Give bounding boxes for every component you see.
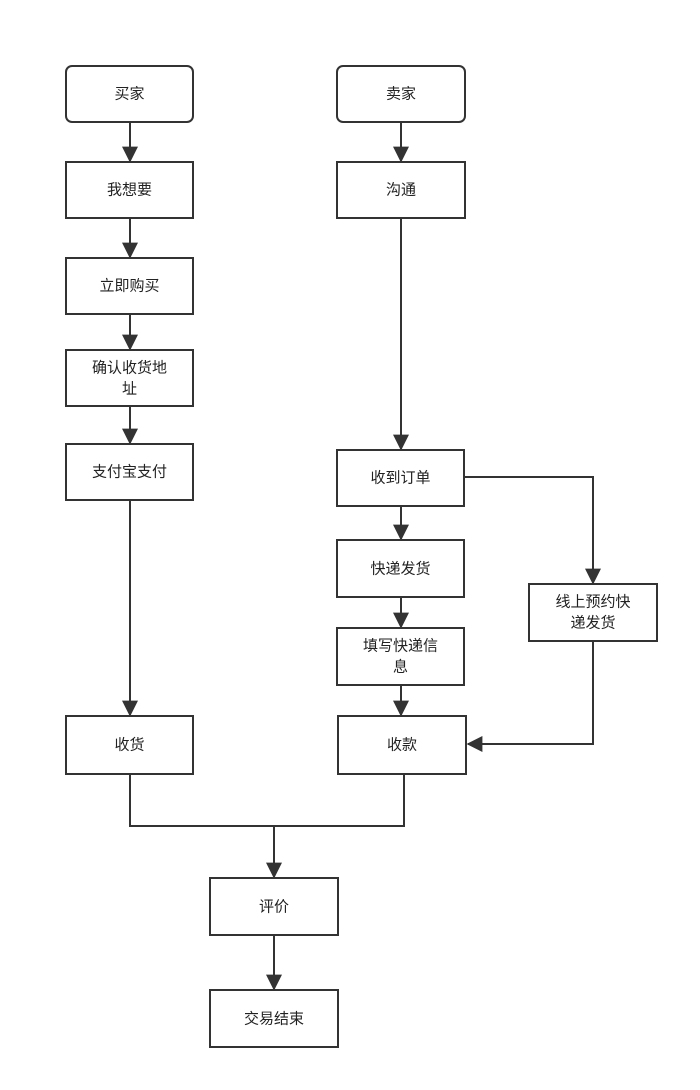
node-box [65, 65, 194, 123]
node-box [336, 65, 466, 123]
node-box [528, 583, 658, 642]
node-label: 收款 [387, 736, 417, 754]
node-box [65, 715, 194, 775]
edge-receive-goods-merge [129, 774, 274, 827]
node-review: 评价 [209, 877, 339, 936]
node-label: 快递发货 [370, 560, 430, 578]
node-label: 收货 [114, 736, 144, 754]
node-online-booking: 线上预约快 递发货 [528, 583, 658, 642]
node-buy-now: 立即购买 [65, 257, 194, 315]
node-box [65, 349, 194, 407]
node-box [336, 627, 465, 686]
node-box [209, 989, 339, 1048]
node-label-line-2: 址 [122, 380, 137, 398]
edge-online-booking-to-receive-payment [466, 641, 594, 752]
edge-order-received-to-online-booking [464, 476, 601, 585]
node-label: 沟通 [386, 181, 416, 199]
node-box [65, 161, 194, 219]
node-receive-payment: 收款 [337, 715, 467, 775]
node-confirm-address: 确认收货地 址 [65, 349, 194, 407]
node-label-line-2: 息 [393, 658, 408, 676]
node-label: 立即购买 [99, 277, 159, 295]
edge-receive-payment-merge [274, 774, 405, 827]
node-communicate: 沟通 [336, 161, 466, 219]
node-alipay: 支付宝支付 [65, 443, 194, 501]
node-box [65, 443, 194, 501]
node-seller: 卖家 [336, 65, 466, 123]
node-label-line-1: 填写快递信 [363, 637, 438, 655]
node-label: 支付宝支付 [92, 463, 167, 481]
node-buyer: 买家 [65, 65, 194, 123]
node-label-line-1: 确认收货地 [92, 359, 167, 377]
node-want: 我想要 [65, 161, 194, 219]
node-label-line-2: 递发货 [570, 614, 615, 632]
node-fill-tracking: 填写快递信 息 [336, 627, 465, 686]
node-box [65, 257, 194, 315]
edges [122, 122, 601, 991]
node-box [337, 715, 467, 775]
node-label: 评价 [259, 898, 289, 916]
node-label: 交易结束 [244, 1010, 304, 1028]
node-label: 我想要 [107, 181, 152, 199]
node-label: 买家 [114, 85, 144, 103]
node-box [336, 449, 465, 507]
node-box [336, 539, 465, 598]
node-box [209, 877, 339, 936]
node-box [336, 161, 466, 219]
node-label-line-1: 线上预约快 [555, 593, 630, 611]
node-done: 交易结束 [209, 989, 339, 1048]
node-label: 卖家 [386, 85, 416, 103]
node-receive-goods: 收货 [65, 715, 194, 775]
node-express-ship: 快递发货 [336, 539, 465, 598]
node-order-received: 收到订单 [336, 449, 465, 507]
node-label: 收到订单 [370, 469, 430, 487]
